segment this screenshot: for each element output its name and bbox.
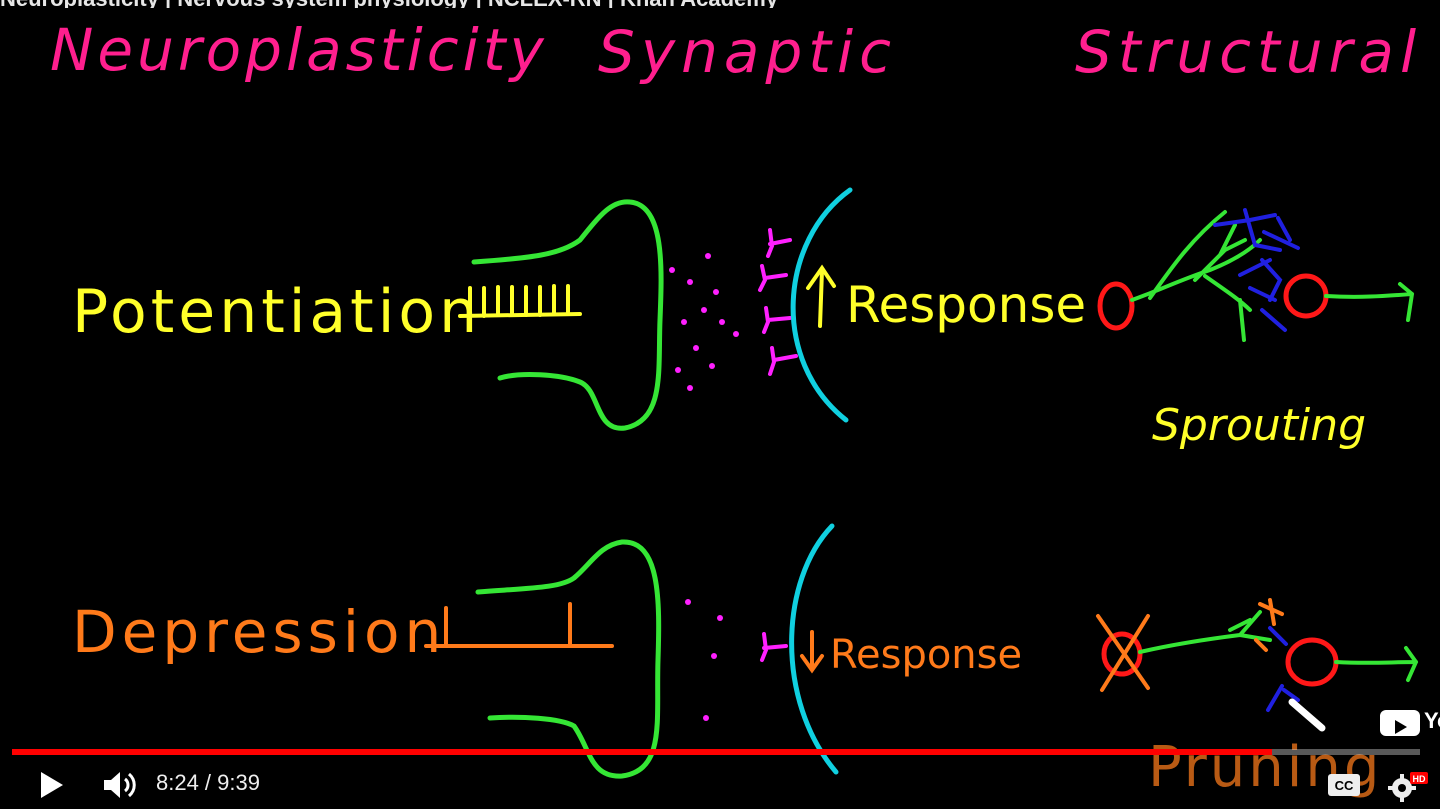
postsynaptic-membrane-bottom bbox=[789, 523, 839, 775]
heading-synaptic: Synaptic bbox=[598, 18, 897, 86]
progress-played bbox=[12, 749, 1273, 755]
pruning-diagram bbox=[1096, 598, 1418, 732]
sprouting-diagram bbox=[1097, 208, 1414, 342]
receptors-many bbox=[758, 228, 798, 376]
arrow-up-icon bbox=[806, 264, 836, 328]
youtube-play-icon bbox=[1380, 710, 1420, 736]
player-controls: 8:24 / 9:39 CC HD bbox=[0, 740, 1440, 809]
play-button[interactable] bbox=[36, 768, 68, 802]
action-potentials-high bbox=[458, 284, 582, 318]
volume-icon bbox=[104, 772, 136, 798]
closed-captions-icon: CC bbox=[1328, 774, 1360, 796]
heading-neuroplasticity: Neuroplasticity bbox=[50, 16, 548, 84]
youtube-label: Yo bbox=[1424, 708, 1440, 733]
response-increase: Response bbox=[846, 276, 1086, 334]
response-decrease: Response bbox=[830, 632, 1022, 678]
volume-button[interactable] bbox=[100, 768, 140, 802]
play-icon bbox=[41, 772, 63, 798]
video-title: Neuroplasticity | Nervous system physiol… bbox=[0, 0, 1440, 8]
youtube-logo[interactable]: Yo bbox=[1380, 706, 1440, 738]
action-potentials-low bbox=[424, 602, 614, 648]
postsynaptic-membrane-top bbox=[790, 187, 853, 423]
cc-label: CC bbox=[1335, 778, 1354, 793]
gear-icon: HD bbox=[1388, 772, 1428, 802]
presynaptic-terminal-top bbox=[471, 199, 664, 431]
hd-badge: HD bbox=[1413, 774, 1426, 784]
neurotransmitters-many bbox=[669, 253, 739, 391]
progress-bar[interactable] bbox=[12, 749, 1420, 755]
settings-button[interactable]: HD bbox=[1386, 768, 1430, 804]
neurotransmitters-few bbox=[685, 599, 723, 721]
arrow-down-icon bbox=[800, 630, 824, 674]
label-potentiation: Potentiation bbox=[72, 277, 481, 347]
heading-structural: Structural bbox=[1075, 18, 1422, 86]
presynaptic-terminal-bottom bbox=[475, 539, 662, 779]
label-sprouting: Sprouting bbox=[1152, 400, 1366, 451]
time-display: 8:24 / 9:39 bbox=[156, 770, 260, 795]
receptor-single bbox=[760, 632, 788, 662]
captions-button[interactable]: CC bbox=[1326, 772, 1362, 798]
label-depression: Depression bbox=[72, 598, 446, 666]
